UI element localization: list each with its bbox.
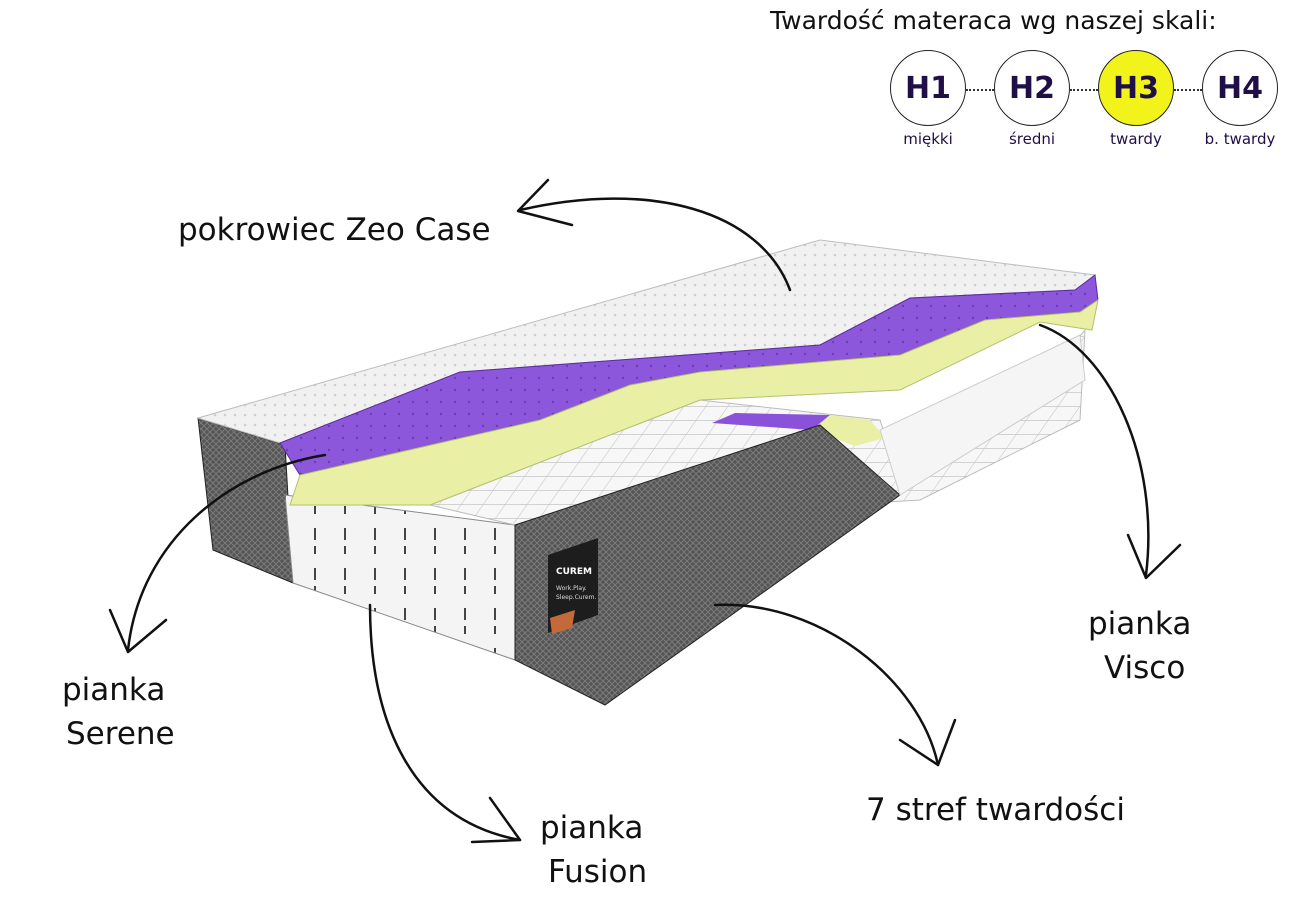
firmness-circle: H2 bbox=[994, 50, 1070, 126]
scale-connector bbox=[1070, 89, 1098, 91]
scale-connector bbox=[966, 89, 994, 91]
firmness-caption: twardy bbox=[1110, 130, 1162, 148]
brand-tag-tagline1: Work.Play. bbox=[556, 585, 587, 592]
label-cover: pokrowiec Zeo Case bbox=[178, 212, 491, 248]
brand-tag-name: CUREM bbox=[556, 567, 592, 577]
firmness-level-h1: H1 miękki bbox=[886, 50, 970, 148]
cover-arrow bbox=[518, 197, 792, 292]
visco-arrow bbox=[1038, 323, 1150, 577]
visco-slab-small bbox=[712, 413, 830, 430]
label-visco-line2: Visco bbox=[1104, 650, 1186, 686]
scale-connector bbox=[1174, 89, 1202, 91]
firmness-circle-active: H3 bbox=[1098, 50, 1174, 126]
label-zones: 7 stref twardości bbox=[866, 792, 1125, 828]
label-serene-line2: Serene bbox=[66, 716, 175, 752]
right-side-fabric bbox=[514, 424, 901, 706]
brand-tag: CUREM Work.Play. Sleep.Curem. bbox=[548, 538, 598, 634]
cover-arrowhead bbox=[516, 178, 574, 227]
fusion-arrow bbox=[368, 603, 522, 842]
core-right-side bbox=[879, 334, 1086, 496]
firmness-caption: miękki bbox=[903, 130, 953, 148]
brand-tag-tagline2: Sleep.Curem. bbox=[556, 594, 596, 601]
label-fusion: pianka Fusion bbox=[540, 806, 647, 894]
firmness-level-h4: H4 b. twardy bbox=[1198, 50, 1282, 148]
serene-arrow bbox=[126, 453, 327, 652]
label-fusion-line2: Fusion bbox=[548, 854, 648, 890]
label-serene: pianka Serene bbox=[62, 668, 175, 756]
serene-slab-small bbox=[812, 415, 885, 446]
label-visco-line1: pianka bbox=[1088, 606, 1192, 642]
firmness-caption: średni bbox=[1008, 130, 1056, 148]
serene-layer bbox=[289, 298, 1099, 506]
serene-arrowhead bbox=[108, 608, 168, 654]
core-front bbox=[284, 494, 516, 661]
visco-arrowhead bbox=[1126, 533, 1182, 580]
firmness-circle: H4 bbox=[1202, 50, 1278, 126]
label-visco: pianka Visco bbox=[1088, 602, 1191, 690]
label-serene-line1: pianka bbox=[62, 672, 166, 708]
fusion-arrowhead bbox=[470, 796, 522, 844]
firmness-scale-title: Twardość materaca wg naszej skali: bbox=[770, 6, 1217, 35]
label-fusion-line1: pianka bbox=[540, 810, 644, 846]
zones-arrowhead bbox=[898, 718, 957, 767]
firmness-circle: H1 bbox=[890, 50, 966, 126]
zones-arrow bbox=[713, 603, 940, 767]
firmness-scale: H1 miękki H2 średni H3 twardy H4 b. twar… bbox=[886, 50, 1296, 150]
firmness-level-h3: H3 twardy bbox=[1094, 50, 1178, 148]
firmness-caption: b. twardy bbox=[1204, 130, 1276, 148]
firmness-level-h2: H2 średni bbox=[990, 50, 1074, 148]
